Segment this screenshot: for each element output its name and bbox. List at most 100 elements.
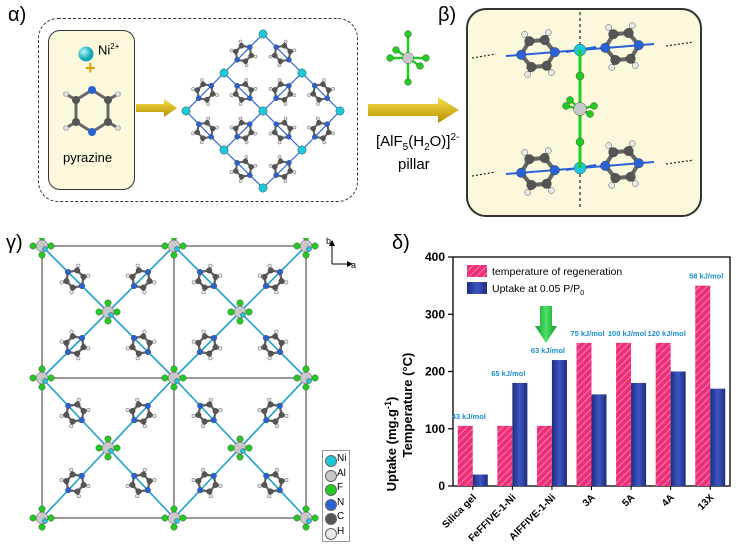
hydrogen-atom bbox=[548, 187, 555, 194]
crystal-axes bbox=[329, 240, 353, 267]
carbon-atom bbox=[206, 488, 213, 495]
hydrogen-atom bbox=[208, 494, 213, 499]
nitrogen-atom bbox=[197, 487, 204, 494]
carbon-atom bbox=[524, 154, 535, 165]
fluorine-atom bbox=[416, 62, 424, 70]
nitrogen-atom bbox=[145, 268, 152, 275]
pyrazine-ring bbox=[125, 263, 157, 295]
panel-label-delta: δ) bbox=[392, 232, 410, 254]
fluorine-atom bbox=[236, 317, 244, 325]
bar-uptake-3 bbox=[591, 394, 607, 486]
hydrogen-atom bbox=[191, 477, 196, 482]
carbon-atom bbox=[129, 481, 136, 488]
hydrogen-atom bbox=[322, 140, 327, 145]
panel-label-beta: β) bbox=[438, 4, 457, 26]
carbon-atom bbox=[212, 273, 219, 280]
hydrogen-atom bbox=[229, 170, 234, 175]
y-tick-label: 300 bbox=[425, 307, 445, 321]
carbon-atom bbox=[201, 471, 208, 478]
nickel-atom bbox=[42, 246, 48, 252]
fluorine-atom bbox=[227, 444, 235, 452]
hydrogen-atom bbox=[238, 102, 243, 106]
hydrogen-atom bbox=[331, 131, 335, 136]
hydrogen-atom bbox=[191, 339, 196, 344]
hydrogen-atom bbox=[135, 397, 140, 402]
hydrogen-atom bbox=[257, 407, 262, 412]
hydrogen-atom bbox=[135, 263, 140, 268]
x-tick-label-6: 13X bbox=[696, 492, 717, 513]
hydrogen-atom bbox=[59, 280, 64, 285]
carbon-atom bbox=[204, 96, 210, 103]
carbon-atom bbox=[195, 339, 202, 346]
bar-uptake-4 bbox=[631, 382, 647, 486]
carbon-atom bbox=[80, 273, 87, 280]
hydrogen-atom bbox=[135, 356, 140, 361]
enthalpy-annotation-0: 43 kJ/mol bbox=[452, 412, 486, 421]
pyrazine-ring bbox=[257, 263, 289, 295]
nitrogen-atom bbox=[210, 417, 217, 424]
pyrazine-ring bbox=[125, 467, 157, 499]
hydrogen-atom bbox=[191, 280, 196, 285]
carbon-atom bbox=[135, 401, 142, 408]
nitrogen-atom bbox=[196, 121, 202, 127]
fluorine-atom bbox=[236, 299, 244, 307]
pyrazine-ring bbox=[191, 467, 223, 499]
carbon-atom bbox=[194, 129, 200, 136]
fluorine-atom bbox=[38, 523, 46, 531]
hydrogen-atom bbox=[199, 140, 204, 145]
nickel-atom bbox=[258, 183, 268, 193]
ni-pyrazine-2d-network bbox=[181, 29, 345, 193]
hydrogen-atom bbox=[521, 149, 528, 156]
hydrogen-atom bbox=[238, 116, 243, 121]
carbon-atom bbox=[135, 488, 142, 495]
nitrogen-atom bbox=[600, 160, 611, 171]
hydrogen-atom bbox=[253, 131, 258, 136]
carbon-atom bbox=[316, 96, 322, 103]
hydrogen-atom bbox=[632, 180, 639, 187]
ni-n-link bbox=[239, 245, 307, 313]
carbon-atom bbox=[69, 418, 76, 425]
carbon-atom bbox=[195, 278, 202, 285]
carbon-atom bbox=[272, 129, 278, 136]
element-legend-dot bbox=[325, 469, 337, 482]
carbon-atom bbox=[267, 350, 274, 357]
hydrogen-atom bbox=[201, 424, 206, 429]
carbon-atom bbox=[200, 81, 206, 88]
carbon-atom bbox=[610, 55, 621, 65]
fluorine-atom bbox=[104, 317, 112, 325]
hydrogen-atom bbox=[316, 102, 320, 106]
enthalpy-annotation-5: 120 kJ/mol bbox=[647, 329, 685, 338]
hydrogen-atom bbox=[201, 290, 206, 295]
nitrogen-atom bbox=[286, 160, 292, 166]
hydrogen-atom bbox=[331, 87, 335, 91]
pyrazine-ring bbox=[268, 116, 297, 145]
hydrogen-atom bbox=[201, 329, 206, 334]
fluorine-atom bbox=[170, 523, 178, 531]
carbon-atom bbox=[248, 87, 254, 93]
carbon-atom bbox=[272, 164, 278, 170]
fluorine-atom bbox=[404, 78, 412, 86]
carbon-atom bbox=[212, 344, 219, 351]
y-tick-label: 0 bbox=[438, 479, 445, 493]
fluorine-atom bbox=[392, 46, 400, 54]
carbon-atom bbox=[233, 125, 239, 132]
ni-n-link bbox=[223, 33, 264, 74]
element-legend-row: C bbox=[325, 511, 349, 525]
nitrogen-atom bbox=[130, 334, 137, 341]
carbon-atom bbox=[135, 350, 142, 357]
fluorine-atom bbox=[104, 435, 112, 443]
nitrogen-atom bbox=[324, 95, 331, 102]
carbon-atom bbox=[238, 43, 245, 49]
hydrogen-atom bbox=[218, 273, 223, 278]
legend-swatch-regen bbox=[467, 265, 487, 277]
carbon-atom bbox=[63, 278, 70, 285]
nitrogen-atom bbox=[197, 402, 204, 409]
element-legend-row: H bbox=[325, 526, 349, 540]
carbon-atom bbox=[212, 408, 219, 415]
element-legend-dot bbox=[325, 498, 337, 511]
ni-n-link bbox=[262, 110, 303, 151]
carbon-atom bbox=[261, 481, 268, 488]
dotted-extension bbox=[471, 171, 497, 177]
fluorine-atom bbox=[311, 242, 319, 250]
pyrazine-ring bbox=[268, 78, 297, 106]
